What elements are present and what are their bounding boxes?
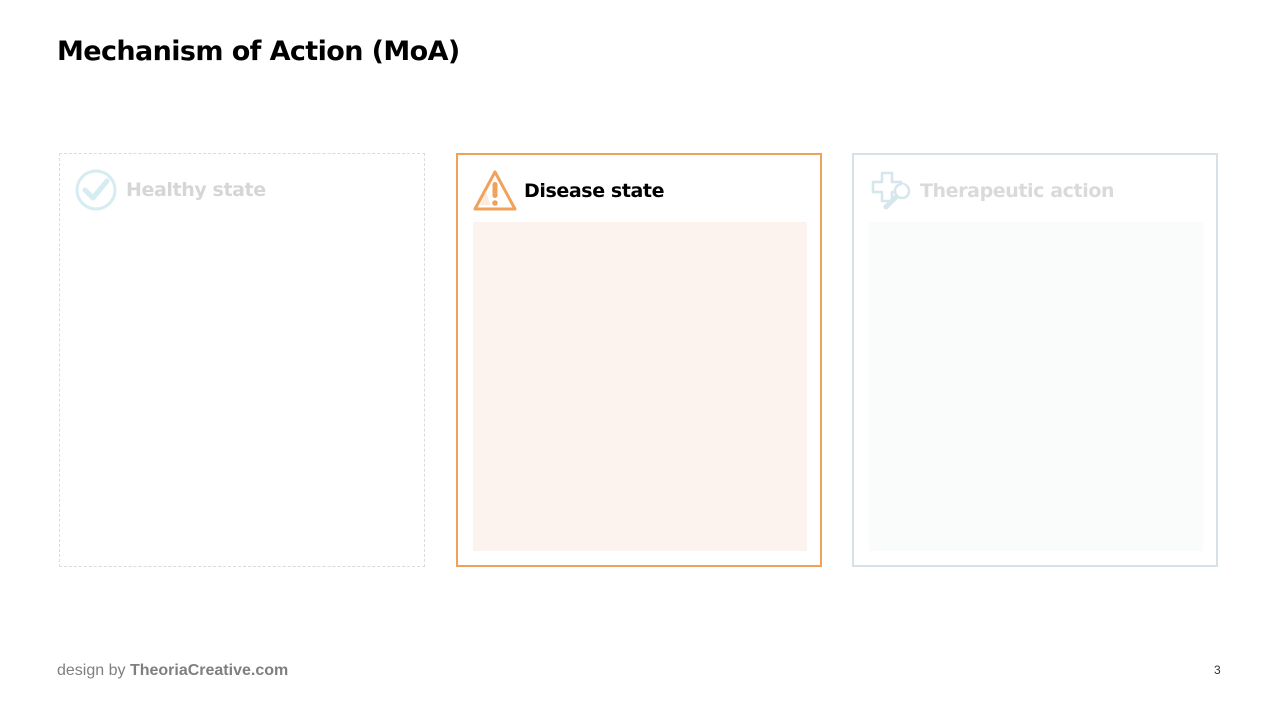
footer-credit-prefix: design by [57, 662, 130, 679]
therapeutic-action-header: Therapeutic action [868, 169, 1115, 213]
page-number: 3 [1214, 663, 1221, 677]
disease-state-content-area [473, 222, 807, 551]
healthy-state-header: Healthy state [74, 168, 266, 212]
check-circle-icon [74, 168, 118, 212]
therapeutic-action-card: Therapeutic action [852, 153, 1218, 567]
disease-state-label: Disease state [524, 180, 665, 202]
disease-state-card: Disease state [456, 153, 822, 567]
healthy-state-label: Healthy state [126, 179, 266, 201]
slide-title: Mechanism of Action (MoA) [57, 36, 460, 67]
therapeutic-action-content-area [869, 222, 1203, 551]
warning-triangle-icon [472, 169, 517, 213]
footer-brand: TheoriaCreative.com [129, 662, 289, 679]
healthy-state-card: Healthy state [59, 153, 425, 567]
disease-state-header: Disease state [472, 169, 664, 213]
medical-cross-wrench-icon [868, 169, 912, 213]
footer-credit: design by TheoriaCreative.com [57, 662, 288, 680]
therapeutic-action-label: Therapeutic action [920, 180, 1115, 202]
